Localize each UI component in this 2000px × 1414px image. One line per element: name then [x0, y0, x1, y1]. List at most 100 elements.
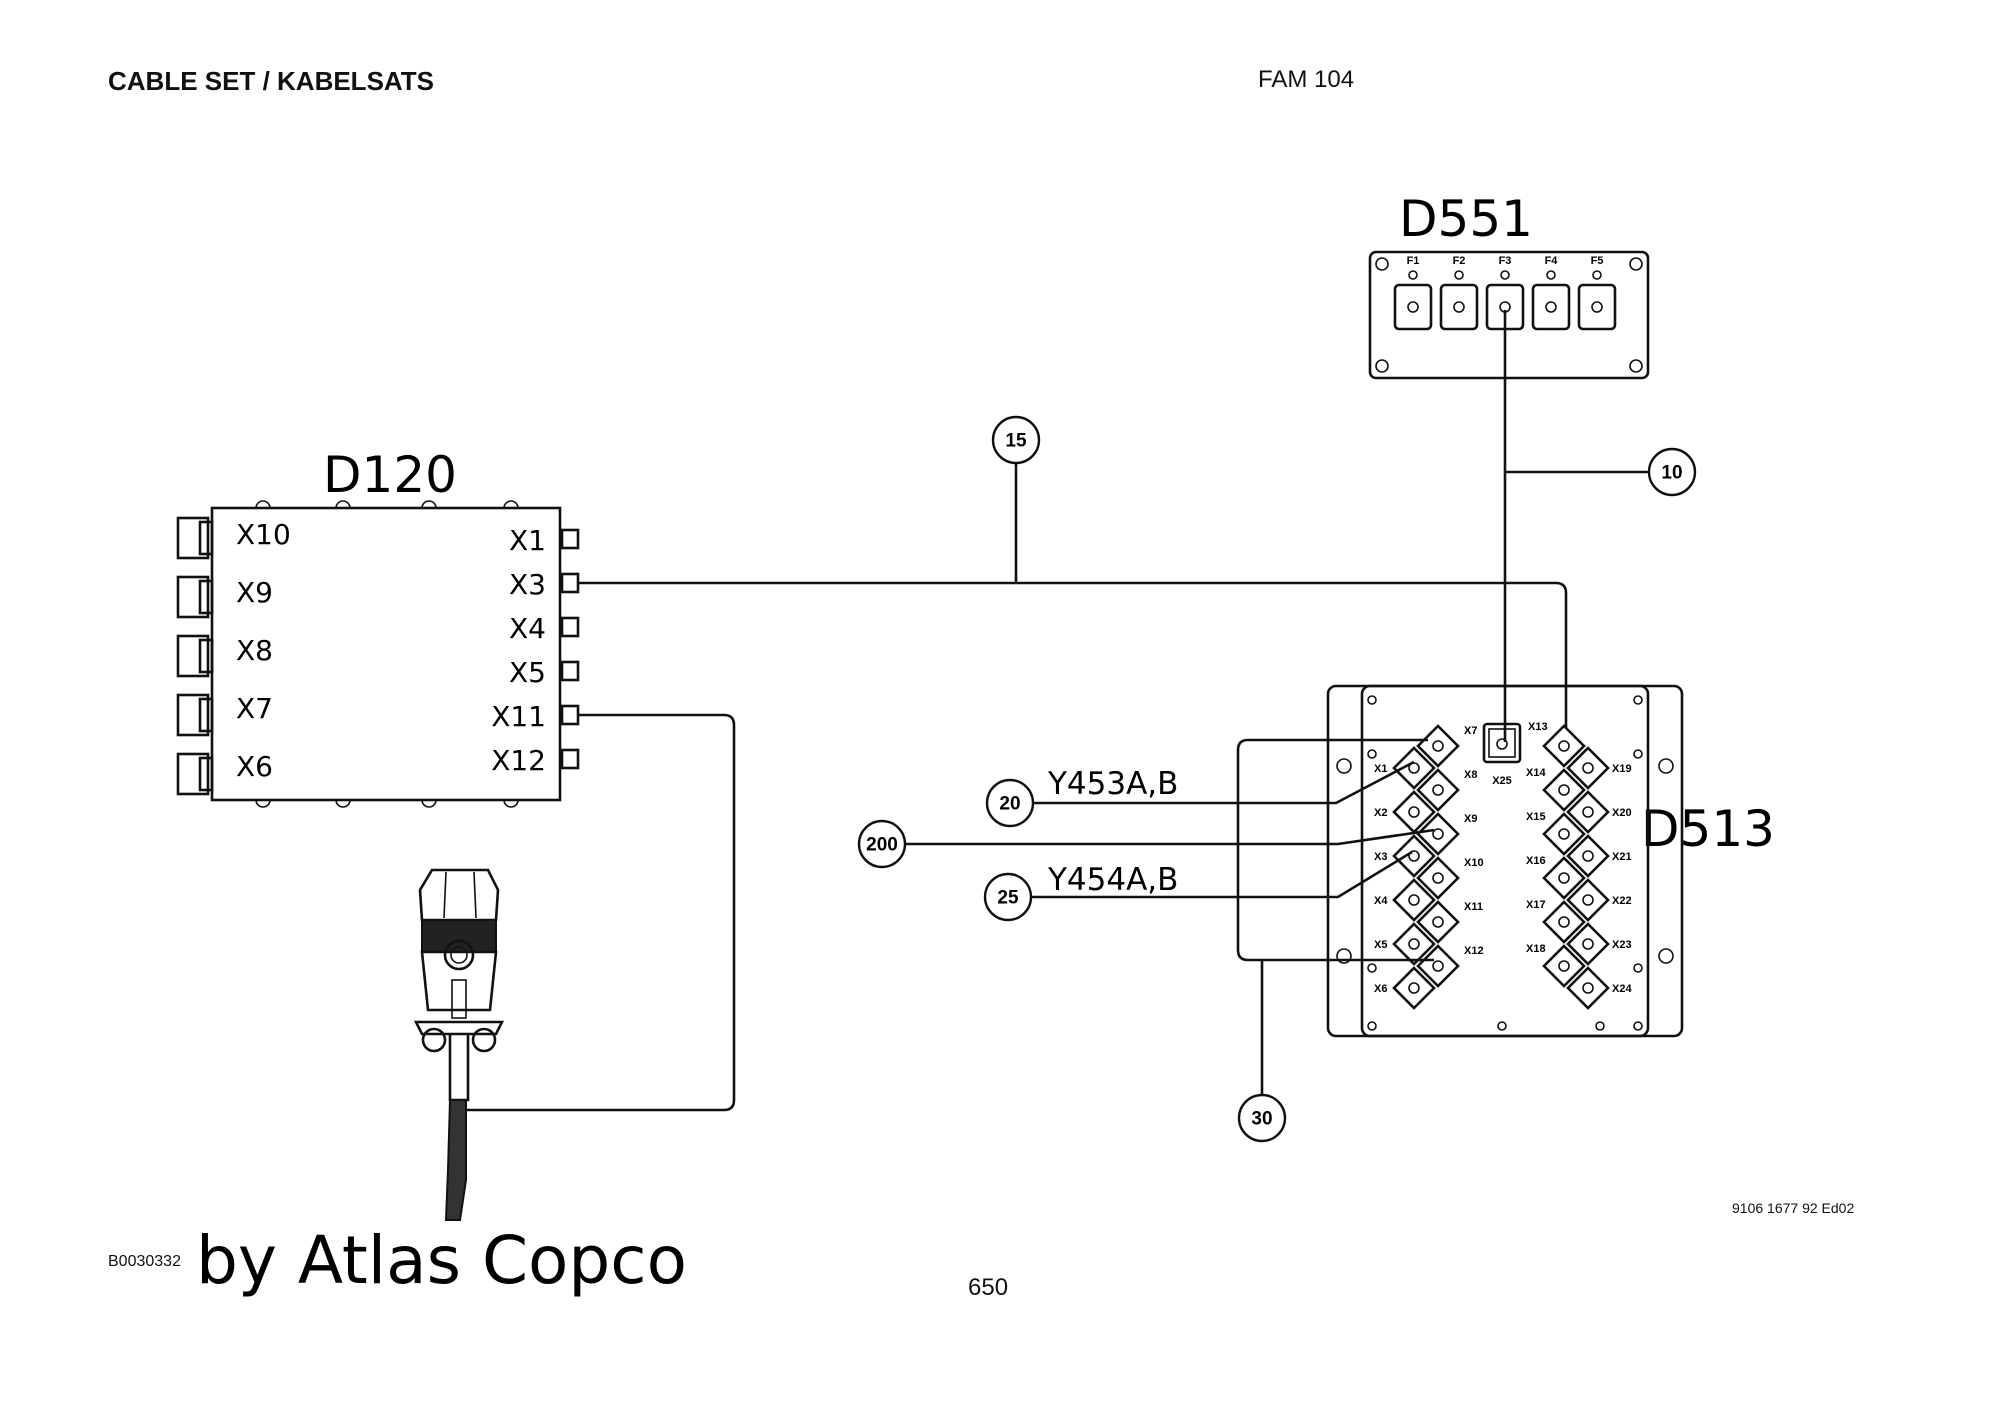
- cable-runs: [466, 310, 1650, 1112]
- callout-circle: [985, 778, 1035, 828]
- cable-number-30: 30: [1251, 1109, 1272, 1130]
- port-d513-x7: X7: [1464, 725, 1477, 737]
- connector-collar: [198, 579, 214, 615]
- connector-x6: [1392, 966, 1436, 1010]
- fuse-led: [1454, 270, 1464, 280]
- cable-number-20: 20: [999, 794, 1020, 815]
- d513-left-connectors: [1392, 724, 1460, 1010]
- document-code: B0030332: [108, 1253, 181, 1270]
- mount-hole: [1595, 1021, 1605, 1031]
- port-socket: [560, 660, 580, 682]
- connector-x8: [1416, 768, 1460, 812]
- port-x6: X6: [236, 750, 273, 783]
- port-x5: X5: [509, 656, 546, 689]
- device-d513: D513 X25: [1326, 684, 1775, 1038]
- lever-mount: [471, 1027, 497, 1053]
- connector-pin: [1582, 982, 1594, 994]
- cable-25-run: [1030, 850, 1413, 899]
- fuse-led: [1592, 270, 1602, 280]
- port-d513-x12: X12: [1464, 945, 1484, 957]
- connector-collar: [198, 520, 214, 556]
- connector-pin: [1408, 982, 1420, 994]
- port-d513-x10: X10: [1464, 857, 1484, 869]
- connector-x10: [1416, 856, 1460, 900]
- callout-circle: [857, 819, 907, 869]
- connector-x23: [1566, 922, 1610, 966]
- lever-stem: [448, 1034, 470, 1102]
- connector-pin: [1496, 738, 1508, 750]
- mount-hole: [1629, 359, 1643, 373]
- mount-hole: [1633, 749, 1643, 759]
- port-d513-x2: X2: [1374, 807, 1387, 819]
- port-d513-x20: X20: [1612, 807, 1632, 819]
- port-d513-x4: X4: [1374, 895, 1388, 907]
- mount-hole: [1367, 749, 1377, 759]
- port-d513-x13: X13: [1528, 721, 1548, 733]
- fuse-label: F3: [1499, 255, 1512, 267]
- connector-x5: [1392, 922, 1436, 966]
- fuse-label: F4: [1545, 255, 1559, 267]
- fuse-label: F1: [1407, 255, 1420, 267]
- port-d513-x6: X6: [1374, 983, 1387, 995]
- lever-knob-top: [418, 868, 500, 922]
- port-x25: X25: [1492, 775, 1512, 787]
- port-d513-x3: X3: [1374, 851, 1387, 863]
- connector-collar: [198, 756, 214, 792]
- cable-number-200: 200: [866, 835, 898, 856]
- connector-pin: [1432, 740, 1444, 752]
- family-code: FAM 104: [1258, 66, 1355, 93]
- connector-pin: [1432, 784, 1444, 796]
- port-x3: X3: [509, 568, 546, 601]
- connector-x21: [1566, 834, 1610, 878]
- port-x8: X8: [236, 634, 273, 667]
- d120-label: D120: [323, 446, 457, 504]
- fuse-led: [1500, 270, 1510, 280]
- connector-x18: [1542, 944, 1586, 988]
- cable-number-25: 25: [997, 888, 1019, 909]
- cable-20-run: [1034, 760, 1415, 805]
- port-x7: X7: [236, 692, 273, 725]
- fuse-f1: F1: [1393, 255, 1433, 331]
- wire-label-y454: Y454A,B: [1047, 862, 1178, 898]
- port-d513-x21: X21: [1612, 851, 1632, 863]
- connector-pin: [1558, 916, 1570, 928]
- lever-shaft-slot: [451, 979, 467, 1019]
- connector-x7: [1416, 724, 1460, 768]
- fuse-led: [1408, 270, 1418, 280]
- callout-circle: [991, 415, 1041, 465]
- connector-x17: [1542, 900, 1586, 944]
- connector-pin: [1432, 916, 1444, 928]
- connector-pin: [1432, 872, 1444, 884]
- cable-number-10: 10: [1661, 463, 1682, 484]
- connector-x25: [1482, 722, 1522, 764]
- callout-10: 10: [1647, 447, 1697, 497]
- d120-right-connectors: [560, 528, 580, 770]
- connector-pin: [1582, 762, 1594, 774]
- wire-label-y453: Y453A,B: [1047, 766, 1178, 802]
- connector-plug: [176, 634, 210, 678]
- connector-pin: [1432, 828, 1444, 840]
- mount-hole: [1633, 963, 1643, 973]
- cable-number-15: 15: [1005, 431, 1027, 452]
- port-d513-x22: X22: [1612, 895, 1632, 907]
- brand-text: by Atlas Copco: [196, 1222, 687, 1299]
- fuse-led: [1546, 270, 1556, 280]
- port-d513-x18: X18: [1526, 943, 1546, 955]
- callout-30: 30: [1237, 1093, 1287, 1143]
- port-d513-x11: X11: [1464, 901, 1483, 913]
- port-x12: X12: [491, 744, 546, 777]
- fuse-label: F2: [1453, 255, 1466, 267]
- connector-x9: [1416, 812, 1460, 856]
- connector-pin: [1582, 850, 1594, 862]
- connector-x1: [1392, 746, 1436, 790]
- connector-pin: [1408, 850, 1420, 862]
- mount-hole: [1367, 695, 1377, 705]
- cable-200-run: [904, 828, 1435, 846]
- connector-x15: [1542, 812, 1586, 856]
- connector-x11: [1416, 900, 1460, 944]
- port-d513-x9: X9: [1464, 813, 1477, 825]
- lever-knob-detail: [473, 871, 477, 919]
- connector-pin: [1558, 784, 1570, 796]
- fuse-socket: [1531, 283, 1571, 331]
